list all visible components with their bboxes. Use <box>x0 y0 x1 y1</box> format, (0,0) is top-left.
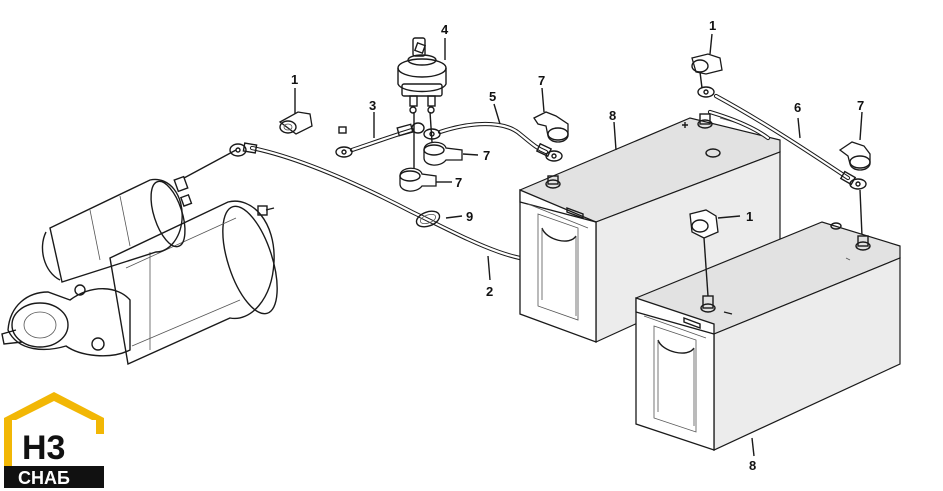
terminal-cover-1-starter <box>278 111 313 135</box>
terminal-cover-1-front <box>689 209 719 297</box>
battery-switch-4 <box>397 37 447 114</box>
starter-motor <box>1 149 278 366</box>
callout-3-cable: 3 <box>369 98 376 113</box>
terminal-cover-7-battery-b <box>838 141 871 171</box>
logo-mark: H3 <box>22 429 65 467</box>
logo-mark-box <box>12 420 96 466</box>
callout-1-starter-cap: 1 <box>291 72 298 87</box>
callout-2-cable: 2 <box>486 284 493 299</box>
callout-5-cable: 5 <box>489 89 496 104</box>
logo-caption-bar <box>4 466 104 488</box>
terminal-cover-7-switch-b <box>399 112 437 192</box>
callout-7-cover-c: 7 <box>483 148 490 163</box>
cable-6-battery-link <box>697 86 867 237</box>
cable-tie-9 <box>415 210 441 228</box>
callout-4-switch: 4 <box>441 22 449 37</box>
leader-lines <box>294 33 863 457</box>
callout-7-cover-b: 7 <box>857 98 864 113</box>
callout-7-cover-d: 7 <box>455 175 462 190</box>
callout-6-cable: 6 <box>794 100 801 115</box>
callout-7-cover-a: 7 <box>538 73 545 88</box>
cable-3-switch-cable <box>335 122 425 158</box>
terminal-cover-7-switch-a <box>423 111 463 166</box>
callout-8-rear-battery: 8 <box>609 108 616 123</box>
brand-logo: H3 СНАБ <box>4 392 104 488</box>
logo-caption: СНАБ <box>18 468 70 488</box>
callout-labels: 1 1 1 2 3 4 5 6 7 7 7 7 8 8 9 <box>291 18 864 473</box>
terminal-cover-7-battery-a <box>533 111 569 143</box>
terminal-cover-1-top <box>691 53 723 89</box>
callout-1-front-cap: 1 <box>746 209 753 224</box>
battery-8-front <box>635 221 901 451</box>
logo-roof <box>4 392 104 468</box>
callout-1-top-cap: 1 <box>709 18 716 33</box>
callout-9-tie: 9 <box>466 209 473 224</box>
callout-8-front-battery: 8 <box>749 458 756 473</box>
cable-5-switch-to-battery <box>423 121 563 162</box>
